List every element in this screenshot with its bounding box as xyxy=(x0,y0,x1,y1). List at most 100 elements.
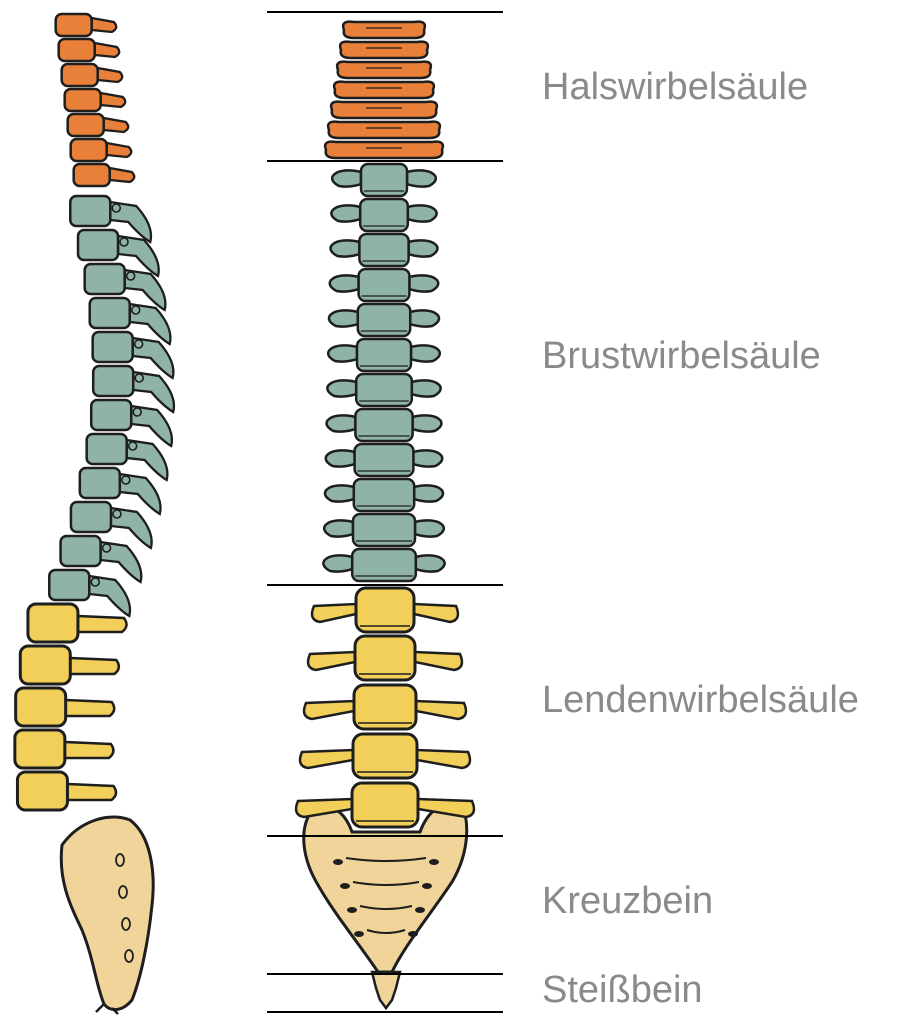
lumbar-transverse-process xyxy=(418,799,474,817)
thoracic-transverse-process xyxy=(416,555,445,571)
thoracic-transverse-process xyxy=(415,520,444,536)
thoracic-transverse-process xyxy=(414,485,443,501)
label-lumbar-spine: Lendenwirbelsäule xyxy=(542,679,859,722)
sacral-foramen xyxy=(415,907,425,913)
thoracic-transverse-process xyxy=(329,310,358,326)
thoracic-transverse-process xyxy=(411,345,440,361)
cervical-spinous-process xyxy=(92,18,117,32)
sacral-foramen xyxy=(354,931,364,937)
thoracic-spinous-process xyxy=(111,508,152,548)
thoracic-transverse-process xyxy=(330,275,359,291)
lumbar-spinous-process xyxy=(65,742,114,758)
lumbar-vertebra-side xyxy=(16,688,66,726)
cervical-vertebra-side xyxy=(56,14,92,36)
thoracic-vertebra-side xyxy=(71,502,111,532)
spine-side-view xyxy=(15,14,174,1014)
thoracic-transverse-process xyxy=(327,380,356,396)
lumbar-vertebra-side xyxy=(28,604,78,642)
lumbar-vertebra-side xyxy=(20,646,70,684)
cervical-vertebra-front xyxy=(328,122,440,138)
thoracic-transverse-process xyxy=(323,555,352,571)
thoracic-spinous-process xyxy=(131,406,172,446)
thoracic-transverse-process xyxy=(408,205,437,221)
thoracic-transverse-process xyxy=(407,170,436,186)
lumbar-spinous-process xyxy=(66,700,115,716)
cervical-spinous-process xyxy=(104,118,129,132)
cervical-vertebra-front xyxy=(343,22,425,38)
sacral-foramen xyxy=(347,907,357,913)
lumbar-transverse-process xyxy=(417,750,470,768)
thoracic-transverse-process xyxy=(331,205,360,221)
thoracic-transverse-process xyxy=(326,450,355,466)
thoracic-transverse-process xyxy=(413,450,442,466)
thoracic-spinous-process xyxy=(120,474,161,514)
cervical-vertebra-front xyxy=(340,42,428,58)
thoracic-vertebra-side xyxy=(49,570,89,600)
thoracic-transverse-process xyxy=(328,345,357,361)
thoracic-vertebra-side xyxy=(90,298,130,328)
label-sacrum: Kreuzbein xyxy=(542,880,713,923)
lumbar-spinous-process xyxy=(78,616,127,632)
thoracic-vertebra-side xyxy=(78,230,118,260)
cervical-vertebra-front xyxy=(337,62,431,78)
cervical-spinous-process xyxy=(101,93,126,107)
cervical-spinous-process xyxy=(98,68,123,82)
thoracic-transverse-process xyxy=(412,380,441,396)
thoracic-vertebra-side xyxy=(85,264,125,294)
thoracic-vertebra-side xyxy=(93,366,133,396)
thoracic-vertebra-side xyxy=(61,536,101,566)
thoracic-transverse-process xyxy=(325,485,354,501)
lumbar-transverse-process xyxy=(300,750,353,768)
label-thoracic-spine: Brustwirbelsäule xyxy=(542,335,821,378)
thoracic-vertebra-side xyxy=(91,400,131,430)
sacral-foramen xyxy=(333,859,343,865)
thoracic-transverse-process xyxy=(327,415,356,431)
thoracic-spinous-process xyxy=(127,440,168,480)
thoracic-vertebra-side xyxy=(87,434,127,464)
lumbar-vertebra-side xyxy=(17,772,67,810)
lumbar-vertebra-side xyxy=(15,730,65,768)
label-cervical-spine: Halswirbelsäule xyxy=(542,66,808,109)
spine-front-view xyxy=(296,22,474,1008)
cervical-vertebra-side xyxy=(74,164,110,186)
lumbar-transverse-process xyxy=(308,652,355,670)
thoracic-transverse-process xyxy=(409,240,438,256)
cervical-vertebra-side xyxy=(62,64,98,86)
cervical-vertebra-side xyxy=(68,114,104,136)
cervical-vertebra-front xyxy=(334,82,434,98)
thoracic-vertebra-side xyxy=(80,468,120,498)
sacral-foramen xyxy=(408,931,418,937)
lumbar-transverse-process xyxy=(304,701,354,719)
sacral-foramen xyxy=(429,859,439,865)
coccyx-front xyxy=(372,972,400,1008)
lumbar-spinous-process xyxy=(70,658,119,674)
lumbar-spinous-process xyxy=(67,784,116,800)
label-coccyx: Steißbein xyxy=(542,969,703,1012)
cervical-vertebra-side xyxy=(65,89,101,111)
cervical-vertebra-side xyxy=(71,139,107,161)
lumbar-transverse-process xyxy=(416,701,466,719)
cervical-spinous-process xyxy=(110,168,135,182)
lumbar-transverse-process xyxy=(414,604,458,622)
cervical-vertebra-front xyxy=(325,142,443,158)
cervical-vertebra-front xyxy=(331,102,437,118)
thoracic-transverse-process xyxy=(324,520,353,536)
thoracic-transverse-process xyxy=(410,310,439,326)
thoracic-vertebra-side xyxy=(70,196,110,226)
thoracic-spinous-process xyxy=(89,576,130,616)
thoracic-transverse-process xyxy=(332,170,361,186)
sacral-foramen xyxy=(340,883,350,889)
thoracic-transverse-process xyxy=(331,240,360,256)
cervical-vertebra-side xyxy=(59,39,95,61)
thoracic-spinous-process xyxy=(101,542,142,582)
lumbar-transverse-process xyxy=(415,652,462,670)
thoracic-vertebra-side xyxy=(93,332,133,362)
thoracic-transverse-process xyxy=(409,275,438,291)
sacrum-side xyxy=(61,817,153,1010)
sacral-foramen xyxy=(422,883,432,889)
thoracic-transverse-process xyxy=(413,415,442,431)
thoracic-spinous-process xyxy=(133,372,174,412)
cervical-spinous-process xyxy=(107,143,132,157)
cervical-spinous-process xyxy=(95,43,120,57)
